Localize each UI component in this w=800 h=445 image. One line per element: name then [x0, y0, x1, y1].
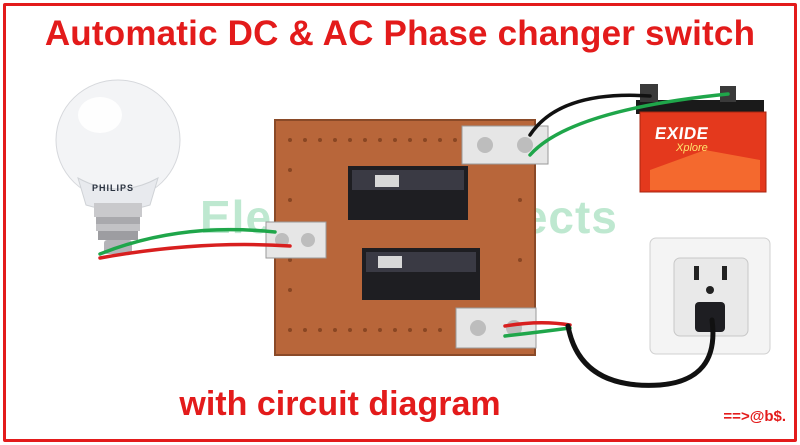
relay-1 — [348, 166, 468, 220]
light-bulb-icon — [55, 79, 181, 254]
terminal-block-bottom-right — [455, 307, 537, 349]
battery-model-label: Xplore — [676, 142, 708, 154]
terminal-block-top-right — [461, 125, 549, 165]
subtitle: with circuit diagram — [179, 385, 501, 423]
terminal-block-left — [265, 221, 327, 259]
wires — [98, 92, 730, 388]
credit-mark: ==>@b$. — [723, 408, 786, 425]
relay-2 — [362, 248, 480, 300]
battery-brand-label: EXIDE — [653, 124, 710, 143]
page-title: Automatic DC & AC Phase changer switch — [44, 14, 756, 53]
bulb-brand-label: PHILIPS — [92, 183, 135, 193]
circuit-board — [265, 119, 549, 356]
wall-socket-icon — [649, 237, 771, 355]
battery-icon — [636, 84, 767, 193]
image-border — [3, 3, 797, 442]
